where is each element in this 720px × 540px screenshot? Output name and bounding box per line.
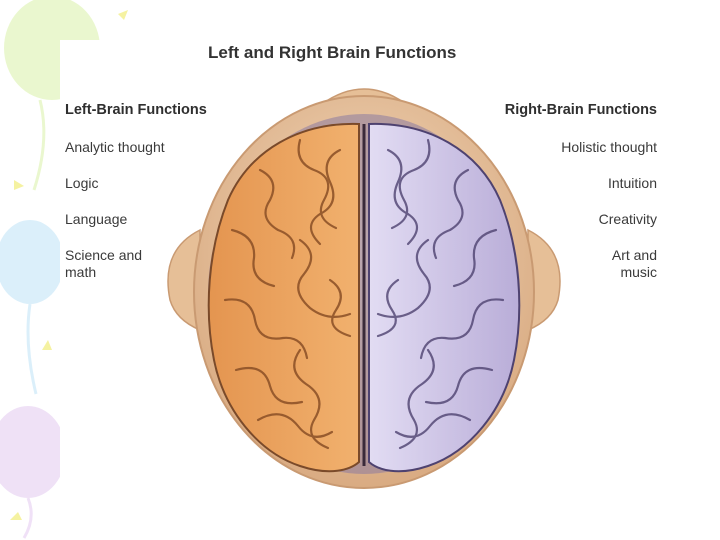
- right-function-item: Art and music: [612, 247, 657, 281]
- left-function-item: Science and math: [65, 247, 142, 281]
- right-function-item: Creativity: [599, 211, 657, 228]
- right-function-item: Holistic thought: [561, 139, 657, 156]
- left-function-item: Language: [65, 211, 127, 228]
- right-function-item: Intuition: [608, 175, 657, 192]
- right-brain-heading: Right-Brain Functions: [505, 102, 657, 118]
- left-function-item: Logic: [65, 175, 98, 192]
- left-brain-heading: Left-Brain Functions: [65, 102, 207, 118]
- left-function-item: Analytic thought: [65, 139, 165, 156]
